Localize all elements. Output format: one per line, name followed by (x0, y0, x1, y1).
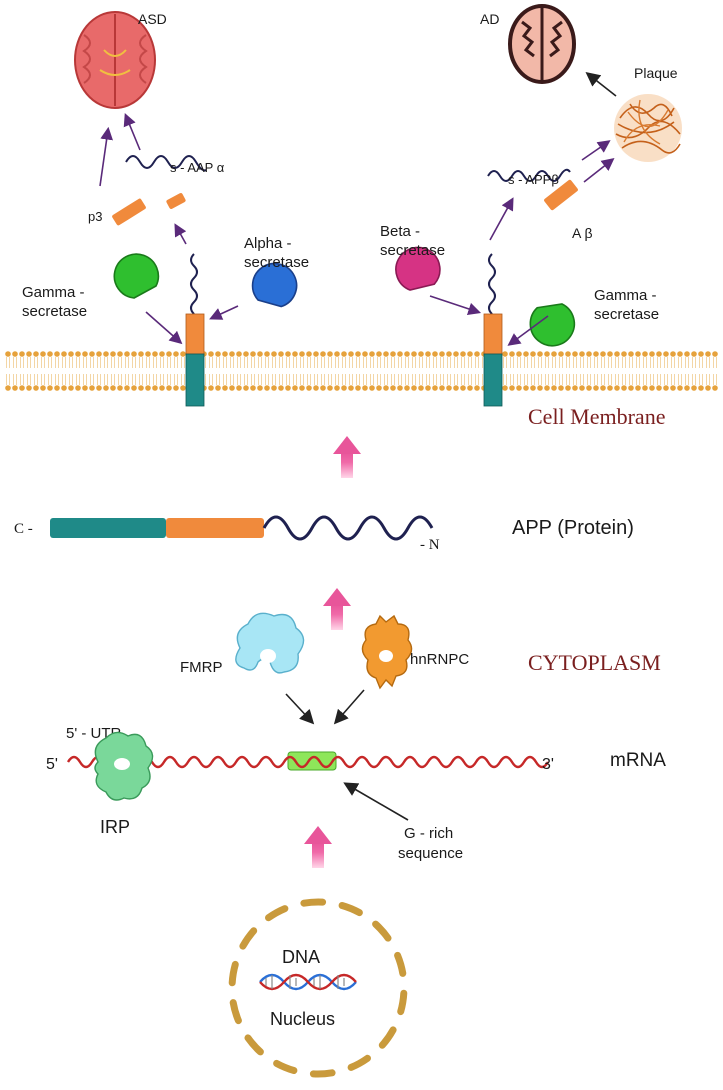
mrna-label: mRNA (610, 750, 666, 771)
pink-arrow-to-mrna (304, 826, 332, 868)
a-beta-fragment (544, 179, 578, 211)
asd-label: ASD (138, 11, 167, 27)
saap-to-asd-arrow (123, 113, 141, 151)
abeta-to-plaque-arrow (583, 158, 615, 183)
asd-brain-icon (74, 11, 156, 109)
cell-membrane-label: Cell Membrane (528, 404, 665, 429)
nucleus-label: Nucleus (270, 1009, 335, 1029)
app-right-to-sappb-arrow (489, 197, 514, 241)
gamma-left-cleavage-arrow (145, 311, 183, 345)
gamma-right-cleavage-arrow (507, 315, 549, 346)
app-protein-linear (50, 515, 434, 541)
gamma-right-label-2: secretase (594, 306, 659, 323)
cell-membrane-bilayer (5, 351, 718, 391)
app-left-to-saap-arrow (174, 223, 187, 245)
gamma-left-label-1: Gamma - (22, 284, 85, 301)
fmrp-label: FMRP (180, 659, 223, 676)
nucleus-envelope (228, 898, 408, 1078)
g-rich-label-arrow (343, 782, 409, 821)
hnrnpc-to-g-rich-arrow (333, 689, 365, 725)
irp-icon (94, 731, 154, 801)
dna-helix-icon (259, 973, 357, 991)
five-prime-label: 5' (46, 756, 58, 773)
three-prime-label: 3' (542, 756, 554, 773)
p3-label: p3 (88, 209, 102, 224)
plaque-to-ad-arrow (585, 72, 617, 97)
g-rich-label-2: sequence (398, 845, 463, 862)
fmrp-to-g-rich-arrow (285, 693, 315, 725)
c-terminus-label: C - (14, 521, 33, 537)
app-membrane-right (483, 253, 503, 407)
ad-brain-icon (508, 4, 576, 84)
p3-to-asd-arrow (99, 126, 113, 187)
s-app-beta-label: s - APPβ (508, 172, 559, 187)
plaque-icon (614, 94, 682, 162)
irp-label: IRP (100, 817, 130, 837)
beta-secretase-label-2: secretase (380, 242, 445, 259)
cytoplasm-label: CYTOPLASM (528, 650, 661, 675)
fmrp-icon (235, 612, 305, 674)
s-app-beta-fragment (487, 168, 571, 182)
plaque-label: Plaque (634, 65, 678, 81)
app-protein-label: APP (Protein) (512, 517, 634, 539)
dna-label: DNA (282, 947, 320, 967)
s-aap-alpha-orange-piece (166, 193, 186, 209)
pink-arrow-to-membrane (333, 436, 361, 478)
n-terminus-label: - N (420, 537, 440, 553)
s-aap-alpha-fragment (125, 155, 207, 172)
beta-secretase-icon (395, 246, 441, 291)
gamma-right-label-1: Gamma - (594, 287, 657, 304)
alpha-cleavage-arrow (209, 305, 239, 320)
sappb-to-plaque-arrow (581, 140, 611, 161)
app-membrane-left (185, 253, 205, 407)
s-aap-alpha-label: s - AAP α (170, 160, 225, 175)
p3-fragment (112, 198, 146, 226)
a-beta-label: A β (572, 225, 593, 241)
gamma-secretase-left-icon (113, 253, 160, 299)
ad-label: AD (480, 11, 499, 27)
hnrnpc-icon (361, 614, 413, 690)
gamma-secretase-right-icon (529, 303, 576, 347)
alpha-secretase-label-2: secretase (244, 254, 309, 271)
g-rich-label-1: G - rich (404, 825, 453, 842)
hnrnpc-label: hnRNPC (410, 651, 469, 668)
gamma-left-label-2: secretase (22, 303, 87, 320)
alpha-secretase-label-1: Alpha - (244, 235, 292, 252)
beta-cleavage-arrow (429, 295, 482, 316)
pink-arrow-to-protein (323, 588, 351, 630)
alpha-secretase-icon (251, 262, 298, 308)
beta-secretase-label-1: Beta - (380, 223, 420, 240)
